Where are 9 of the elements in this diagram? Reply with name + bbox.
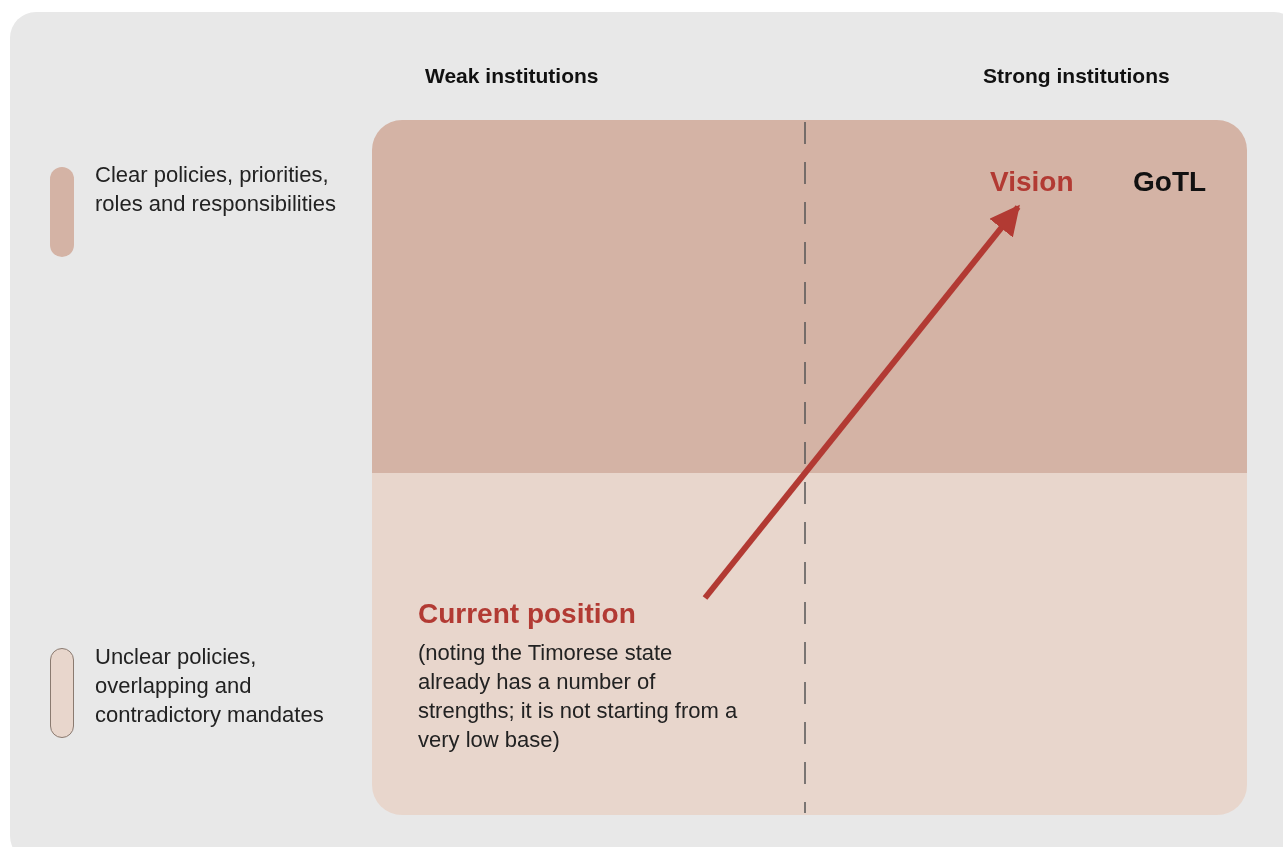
heading: Current position	[418, 598, 637, 630]
column-header: Strong institutions	[983, 64, 1170, 88]
legend-text: Clear policies, priorities, roles and responsibilities	[95, 161, 337, 218]
note-text: (noting the Timorese state already has a number of strengths; it is not starting from a very low base)	[418, 639, 739, 754]
arrow	[702, 204, 1021, 600]
column-header: Weak institutions	[425, 64, 599, 88]
legend-text: Unclear policies, overlapping and contradictory mandates	[95, 643, 325, 729]
marker-label: GoTL	[1133, 166, 1207, 198]
heading: Vision	[990, 166, 1074, 198]
